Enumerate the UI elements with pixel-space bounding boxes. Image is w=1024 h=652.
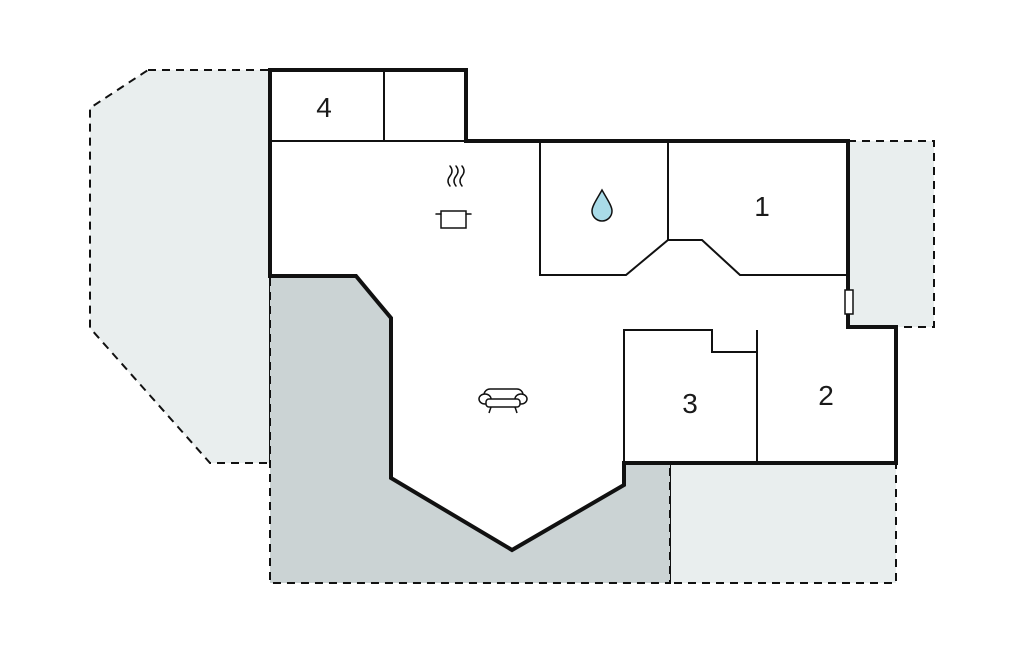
room-1-label: 1 [754,191,770,222]
cooking-pot-icon [435,165,472,229]
room-2-label: 2 [818,380,834,411]
room-3-label: 3 [682,388,698,419]
water-drop-icon [591,188,613,222]
door-east [844,289,854,315]
room-4-label: 4 [316,92,332,123]
exterior-walls [268,68,898,553]
terrace-west [89,69,271,464]
terrace-south-east [669,462,897,584]
interior-walls [270,70,848,463]
terrace-south-west [269,275,671,584]
terrace-east [847,140,935,328]
sofa-icon [478,388,528,414]
house-floor [270,70,896,550]
